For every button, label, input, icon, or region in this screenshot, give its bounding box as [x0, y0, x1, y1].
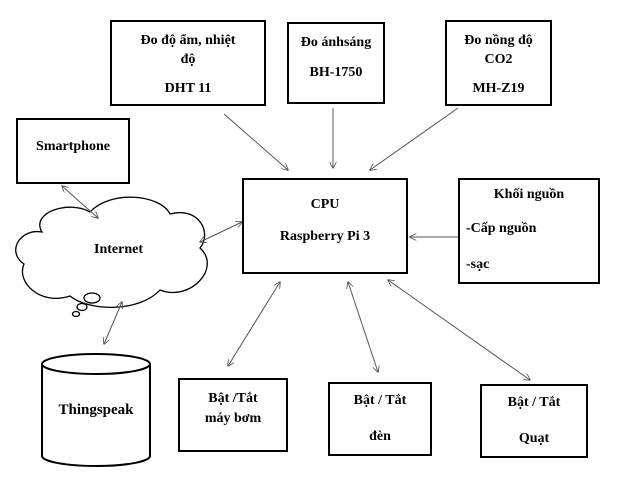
co2-sensor-model: MH-Z19	[472, 81, 525, 96]
smartphone-label: Smartphone	[36, 139, 110, 154]
power-block-box: Khối nguồn -Cấp nguồn -sạc	[458, 178, 600, 284]
light-toggle-action: Bật / Tắt	[353, 393, 407, 408]
thingspeak-label: Thingspeak	[58, 402, 134, 418]
light-toggle-box: Bật / Tắt đèn	[328, 382, 432, 456]
charging-item: -sạc	[466, 257, 490, 272]
light-sensor-box: Đo ánhsáng BH-1750	[287, 22, 385, 104]
fan-toggle-action: Bật / Tắt	[507, 395, 561, 410]
arrow-internet-thingspeak	[104, 302, 122, 344]
cloud-bubble-1	[83, 292, 101, 304]
arrow-co2-to-cpu	[370, 107, 459, 170]
cpu-title: CPU	[310, 197, 340, 212]
fan-toggle-box: Bật / Tắt Quạt	[480, 384, 588, 458]
cloud-bubble-3	[71, 310, 81, 318]
fan-toggle-device: Quạt	[518, 431, 550, 446]
power-supply-item: -Cấp nguồn	[466, 221, 537, 236]
pump-toggle-action: Bật /Tắt	[208, 391, 258, 406]
cloud-bubble-2	[76, 302, 88, 312]
light-sensor-title: Đo ánhsáng	[300, 35, 372, 50]
humidity-temp-sensor-box: Đo độ ẩm, nhiệt độ DHT 11	[110, 20, 266, 106]
thingspeak-cylinder	[41, 353, 151, 467]
co2-sensor-title: Đo nồng độ	[464, 33, 533, 48]
internet-cloud	[15, 196, 208, 318]
arrow-smartphone-internet	[62, 186, 98, 218]
light-sensor-model: BH-1750	[309, 65, 363, 80]
arrow-cpu-fan	[388, 280, 530, 380]
humidity-temp-title-cont: độ	[180, 52, 196, 67]
cpu-box: CPU Raspberry Pi 3	[242, 178, 408, 274]
cpu-model: Raspberry Pi 3	[279, 229, 371, 244]
pump-toggle-device: máy bơm	[204, 411, 262, 426]
light-toggle-device: đèn	[369, 429, 391, 444]
humidity-temp-model: DHT 11	[164, 81, 212, 96]
power-block-title: Khối nguồn	[493, 187, 565, 202]
co2-sensor-gas: CO2	[484, 52, 513, 67]
smartphone-box: Smartphone	[16, 118, 130, 184]
arrow-cpu-light	[348, 282, 378, 372]
humidity-temp-title: Đo độ ẩm, nhiệt	[140, 33, 236, 48]
arrow-cpu-pump	[228, 282, 280, 366]
internet-label: Internet	[94, 242, 143, 257]
co2-sensor-box: Đo nồng độ CO2 MH-Z19	[445, 20, 552, 106]
pump-toggle-box: Bật /Tắt máy bơm	[178, 378, 288, 452]
arrow-internet-cpu	[200, 222, 242, 242]
arrow-humidity-to-cpu	[223, 113, 288, 170]
